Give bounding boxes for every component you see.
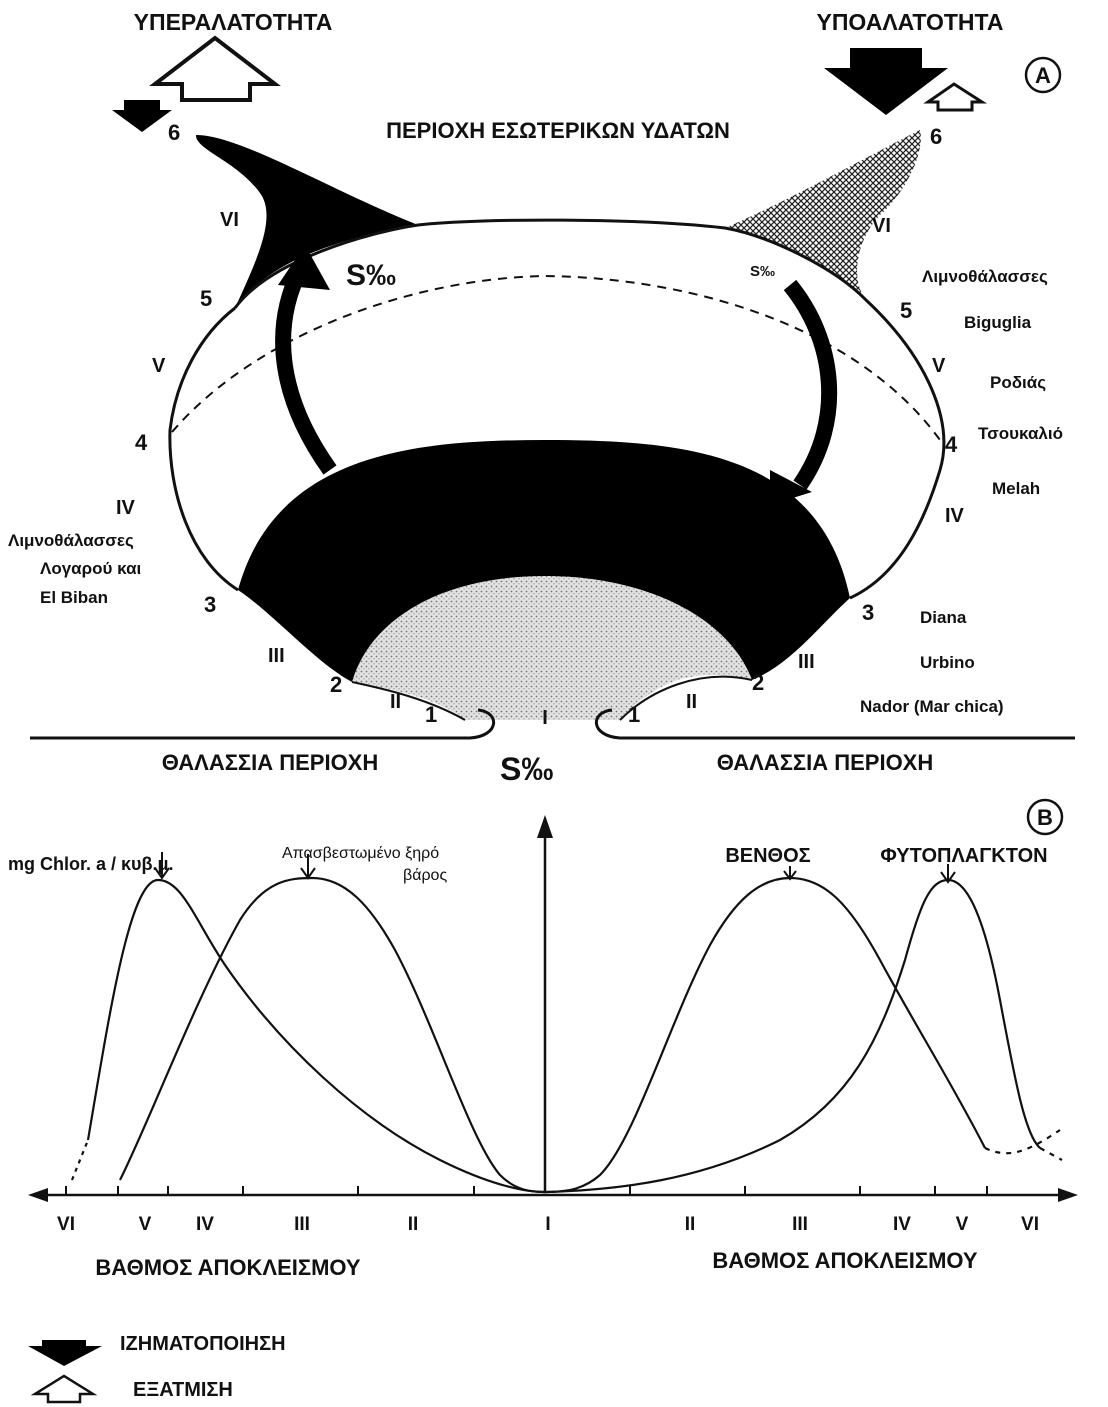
axis-tick-II-left: II — [408, 1214, 419, 1235]
boundary-1-right: 1 — [628, 702, 640, 727]
lagoon-biguglia: Biguglia — [964, 313, 1032, 332]
legend-filled-arrow-icon — [28, 1340, 102, 1366]
axis-tick-II-right: II — [685, 1214, 696, 1235]
chlorophyll-curve — [88, 880, 545, 1192]
lagoon-rodias: Ροδιάς — [990, 373, 1046, 392]
boundary-2-right: 2 — [752, 670, 764, 695]
benthos-label: ΒΕΝΘΟΣ — [725, 845, 810, 867]
zone-IV-left: IV — [116, 497, 136, 519]
phytoplankton-label: ΦΥΤΟΠΛΑΓΚΤΟΝ — [880, 845, 1047, 867]
chlorophyll-label: mg Chlor. a / κυβ.μ. — [8, 854, 174, 874]
left-lagoon-line-1: Λιμνοθάλασσες — [8, 531, 134, 550]
lagoon-tsoukalio: Τσουκαλιό — [978, 424, 1063, 443]
circulation-arrow-left — [283, 270, 330, 470]
right-lagoon-header: Λιμνοθάλασσες — [922, 267, 1048, 286]
phytoplankton-curve — [545, 880, 1040, 1192]
left-lagoon-line-3: El Biban — [40, 588, 108, 607]
axis-tick-V-right: V — [956, 1214, 969, 1235]
left-lagoon-line-2: Λογαρού και — [40, 559, 142, 578]
hyposalinity-hollow-arrow-icon — [928, 84, 982, 110]
panel-b-label: B — [1037, 805, 1053, 830]
boundary-2-left: 2 — [330, 672, 342, 697]
axis-tick-IV-left: IV — [196, 1214, 214, 1235]
boundary-6-left: 6 — [168, 120, 180, 145]
legend-evaporation-label: ΕΞΑΤΜΙΣΗ — [133, 1379, 233, 1401]
chlorophyll-curve-dotted-tail — [72, 1140, 88, 1180]
boundary-3-right: 3 — [862, 600, 874, 625]
benthos-curve-dotted-tail — [985, 1130, 1060, 1153]
marine-area-left: ΘΑΛΑΣΣΙΑ ΠΕΡΙΟΧΗ — [162, 750, 379, 775]
legend-sedimentation-label: ΙΖΗΜΑΤΟΠΟΙΗΣΗ — [120, 1333, 286, 1355]
zone-VI-right: VI — [872, 215, 891, 237]
lagoon-diana: Diana — [920, 608, 967, 627]
zone-V-left: V — [152, 355, 166, 377]
dry-weight-label-line-1: Απασβεστωμένο ξηρό — [282, 845, 439, 862]
lagoon-nador: Nador (Mar chica) — [860, 697, 1004, 716]
dry-weight-label-line-2: βάρος — [403, 867, 447, 884]
axis-title-left: ΒΑΘΜΟΣ ΑΠΟΚΛΕΙΣΜΟΥ — [95, 1255, 360, 1280]
hypersalinity-hollow-arrow-icon — [155, 38, 275, 100]
boundary-1-left: 1 — [425, 702, 437, 727]
zone-V-right: V — [932, 355, 946, 377]
axis-title-right: ΒΑΘΜΟΣ ΑΠΟΚΛΕΙΣΜΟΥ — [712, 1248, 977, 1273]
zone-I-center: I — [542, 707, 548, 729]
legend-hollow-arrow-icon — [35, 1376, 93, 1402]
boundary-6-right: 6 — [930, 124, 942, 149]
boundary-5-left: 5 — [200, 286, 212, 311]
hypersalinity-title: ΥΠΕΡΑΛΑΤΟΤΗΤΑ — [134, 9, 333, 35]
marine-area-right: ΘΑΛΑΣΣΙΑ ΠΕΡΙΟΧΗ — [717, 750, 934, 775]
hypersalinity-filled-arrow-icon — [112, 100, 172, 132]
hyposalinity-filled-arrow-icon — [824, 48, 948, 115]
axis-tick-VI-left: VI — [57, 1214, 75, 1235]
boundary-4-right: 4 — [945, 432, 958, 457]
vertical-axis-arrowhead — [537, 815, 553, 838]
boundary-3-left: 3 — [204, 592, 216, 617]
lagoon-urbino: Urbino — [920, 653, 975, 672]
boundary-5-right: 5 — [900, 298, 912, 323]
axis-tick-III-left: III — [294, 1214, 310, 1235]
axis-tick-III-right: III — [792, 1214, 808, 1235]
panel-a-label: A — [1035, 63, 1051, 88]
lagoon-melah: Melah — [992, 479, 1040, 498]
zone-II-right: II — [686, 691, 697, 713]
zone-IV-right: IV — [945, 505, 965, 527]
boundary-4-left: 4 — [135, 430, 148, 455]
zone-III-right: III — [798, 651, 815, 673]
zone-II-left: II — [390, 691, 401, 713]
salinity-left: S‰ — [346, 259, 396, 292]
axis-tick-VI-right: VI — [1021, 1214, 1039, 1235]
axis-tick-I-center: I — [545, 1214, 550, 1235]
salinity-bottom: S‰ — [500, 751, 553, 787]
phytoplankton-curve-dotted-tail — [1040, 1148, 1062, 1160]
dry-weight-curve — [120, 878, 545, 1192]
horizontal-axis-arrow-left — [28, 1188, 48, 1202]
zone-III-left: III — [268, 645, 285, 667]
benthos-curve — [545, 878, 985, 1192]
axis-tick-V-left: V — [139, 1214, 152, 1235]
axis-tick-IV-right: IV — [893, 1214, 911, 1235]
horizontal-axis-arrow-right — [1058, 1188, 1078, 1202]
inner-waters-label: ΠΕΡΙΟΧΗ ΕΣΩΤΕΡΙΚΩΝ ΥΔΑΤΩΝ — [386, 118, 730, 143]
circulation-arrow-right — [790, 285, 829, 485]
hyposalinity-title: ΥΠΟΑΛΑΤΟΤΗΤΑ — [816, 9, 1003, 35]
zone-VI-left: VI — [220, 209, 239, 231]
salinity-right: S‰ — [750, 263, 775, 280]
